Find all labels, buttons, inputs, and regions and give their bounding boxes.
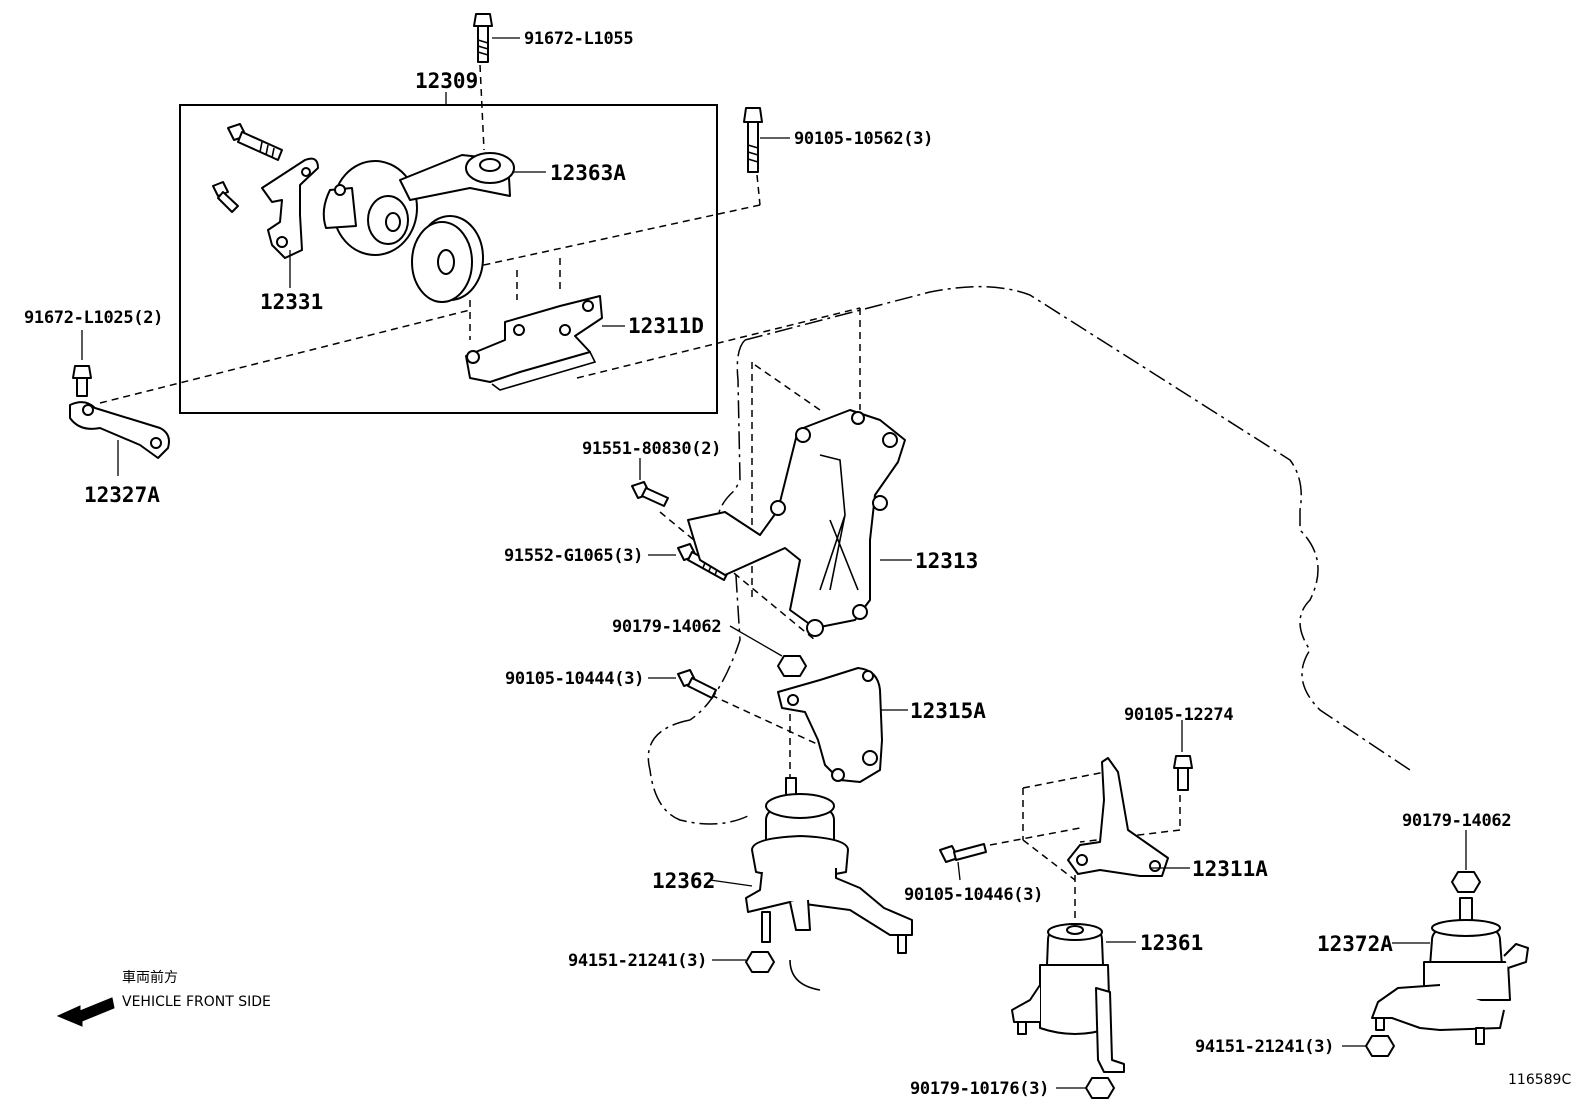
bracket-12315A-icon xyxy=(777,667,883,783)
mount-12361-icon xyxy=(1011,923,1125,1073)
bracket-12311D-icon xyxy=(465,295,603,391)
label-90105-10446: 90105-10446(3) xyxy=(904,885,1043,905)
bracket-12313-icon xyxy=(687,409,906,637)
label-90105-10562: 90105-10562(3) xyxy=(794,129,933,149)
bolt-91551-80830-icon xyxy=(631,481,669,507)
bolt-90105-10562-icon xyxy=(743,107,763,173)
nut-90179-14062-right-icon xyxy=(1451,871,1481,893)
bracket-12331-icon xyxy=(261,157,319,259)
label-90179-10176: 90179-10176(3) xyxy=(910,1079,1049,1099)
rubber-disc-icon xyxy=(411,215,484,303)
bolt-91672-L1055-icon xyxy=(473,13,493,63)
bolt-box-lower-icon xyxy=(212,181,239,213)
assembly-guide-lines xyxy=(99,64,1181,930)
label-12313: 12313 xyxy=(915,549,978,573)
bolt-91672-L1025-icon xyxy=(72,365,92,397)
front-direction-arrow-icon xyxy=(56,997,115,1027)
figure-code: 116589C xyxy=(1508,1072,1571,1088)
assembly-box-12309 xyxy=(179,104,718,414)
label-12311A: 12311A xyxy=(1192,857,1268,881)
label-12331: 12331 xyxy=(260,290,323,314)
leader-lines xyxy=(81,37,1467,1089)
nut-94151-21241-right-icon xyxy=(1365,1035,1395,1057)
label-90179-14062-right: 90179-14062 xyxy=(1402,811,1511,831)
mount-12372A-icon xyxy=(1371,897,1529,1045)
label-12309: 12309 xyxy=(415,69,478,93)
label-90179-14062-upper: 90179-14062 xyxy=(612,617,721,637)
label-91672-L1055: 91672-L1055 xyxy=(524,29,633,49)
label-12372A: 12372A xyxy=(1317,932,1393,956)
front-side-note-japanese: 車両前方 xyxy=(122,969,178,986)
torque-rod-12363A-icon xyxy=(322,152,515,256)
bolt-90105-10444-icon xyxy=(677,669,717,699)
label-12362: 12362 xyxy=(652,869,715,893)
label-90105-10444: 90105-10444(3) xyxy=(505,669,644,689)
label-91672-L1025: 91672-L1025(2) xyxy=(24,308,163,328)
label-12327A: 12327A xyxy=(84,483,160,507)
stay-12327A-icon xyxy=(69,401,170,459)
label-91552-G1065: 91552-G1065(3) xyxy=(504,546,643,566)
mount-12362-icon xyxy=(745,777,913,954)
front-side-note-english: VEHICLE FRONT SIDE xyxy=(122,994,271,1010)
label-12361: 12361 xyxy=(1140,931,1203,955)
bolt-90105-10446-icon xyxy=(939,843,987,863)
label-90105-12274: 90105-12274 xyxy=(1124,705,1233,725)
label-12311D: 12311D xyxy=(628,314,704,338)
nut-90179-14062-upper-icon xyxy=(777,655,807,677)
bolt-90105-12274-icon xyxy=(1173,755,1193,791)
label-94151-21241-right: 94151-21241(3) xyxy=(1195,1037,1334,1057)
nut-90179-10176-icon xyxy=(1085,1077,1115,1099)
label-94151-21241-left: 94151-21241(3) xyxy=(568,951,707,971)
bolt-box-upper-icon xyxy=(227,123,283,161)
label-91551-80830: 91551-80830(2) xyxy=(582,439,721,459)
nut-94151-21241-left-icon xyxy=(745,951,775,973)
label-12315A: 12315A xyxy=(910,699,986,723)
label-12363A: 12363A xyxy=(550,161,626,185)
